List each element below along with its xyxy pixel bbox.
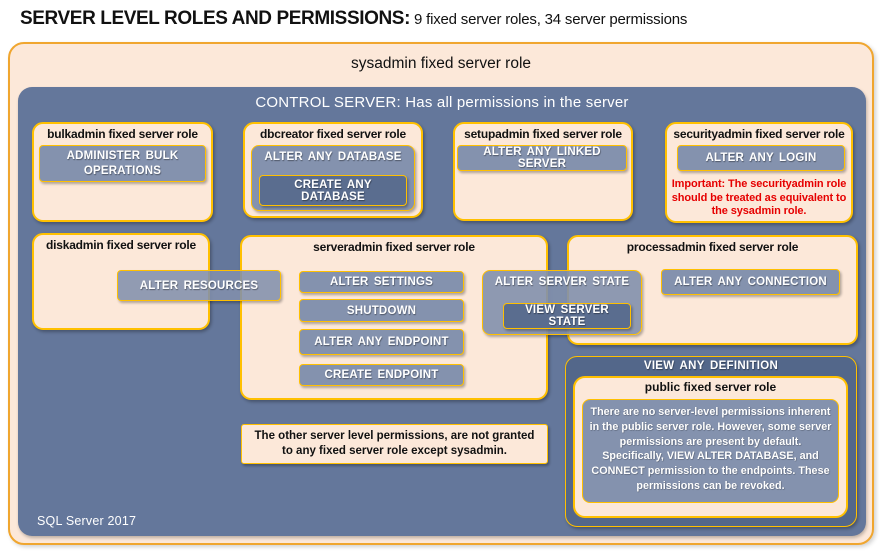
- bulkadmin-role-title: bulkadmin fixed server role: [47, 127, 198, 141]
- permission-create-endpoint: CREATE ENDPOINT: [299, 364, 464, 386]
- permission-alter-any-database: ALTER ANY DATABASE CREATE ANY DATABASE: [251, 145, 415, 211]
- permission-alter-server-state: ALTER SERVER STATE VIEW SERVER STATE: [482, 270, 642, 335]
- securityadmin-warning-text: Important: The securityadmin role should…: [671, 178, 847, 217]
- permission-alter-settings: ALTER SETTINGS: [299, 271, 464, 293]
- public-role-box: public fixed server role There are no se…: [573, 376, 848, 518]
- public-role-note: There are no server-level permissions in…: [582, 399, 839, 503]
- permission-create-any-database: CREATE ANY DATABASE: [259, 175, 407, 206]
- page-title: SERVER LEVEL ROLES AND PERMISSIONS:9 fix…: [20, 8, 687, 30]
- permission-alter-any-connection: ALTER ANY CONNECTION: [661, 269, 840, 295]
- permission-alter-any-endpoint: ALTER ANY ENDPOINT: [299, 329, 464, 355]
- sql-server-version-label: SQL Server 2017: [37, 514, 137, 528]
- permission-view-server-state: VIEW SERVER STATE: [503, 303, 631, 329]
- page-title-main: SERVER LEVEL ROLES AND PERMISSIONS:: [20, 8, 411, 29]
- securityadmin-role-title: securityadmin fixed server role: [673, 127, 845, 141]
- securityadmin-role-box: securityadmin fixed server role: [665, 122, 853, 223]
- setupadmin-role-title: setupadmin fixed server role: [464, 127, 622, 141]
- setupadmin-role-box: setupadmin fixed server role: [453, 122, 633, 221]
- permission-view-any-definition: VIEW ANY DEFINITION: [643, 360, 779, 372]
- control-server-title: CONTROL SERVER: Has all permissions in t…: [255, 94, 629, 111]
- permission-administer-bulk-operations: ADMINISTER BULK OPERATIONS: [39, 145, 206, 182]
- processadmin-role-title: processadmin fixed server role: [626, 240, 799, 254]
- permission-alter-any-login: ALTER ANY LOGIN: [677, 145, 845, 171]
- permission-alter-resources: ALTER RESOURCES: [117, 270, 281, 301]
- permission-alter-any-linked-server: ALTER ANY LINKED SERVER: [457, 145, 627, 171]
- serveradmin-role-title: serveradmin fixed server role: [313, 240, 475, 254]
- permission-shutdown: SHUTDOWN: [299, 299, 464, 322]
- view-any-definition-box: VIEW ANY DEFINITION public fixed server …: [565, 356, 857, 527]
- permission-alter-any-database-label: ALTER ANY DATABASE: [264, 151, 402, 163]
- dbcreator-role-title: dbcreator fixed server role: [259, 127, 406, 141]
- footnote-box: The other server level permissions, are …: [241, 424, 548, 464]
- sysadmin-role-title: sysadmin fixed server role: [350, 55, 532, 72]
- diskadmin-role-title: diskadmin fixed server role: [45, 238, 196, 252]
- page-title-sub: 9 fixed server roles, 34 server permissi…: [414, 11, 688, 28]
- permission-alter-server-state-label: ALTER SERVER STATE: [494, 276, 630, 288]
- public-role-title: public fixed server role: [644, 380, 777, 394]
